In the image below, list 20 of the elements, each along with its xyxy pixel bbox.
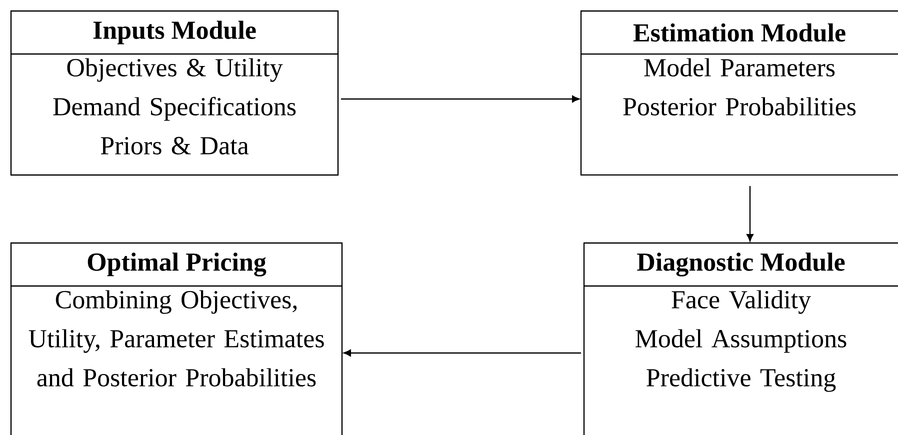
box-item: Objectives & Utility	[67, 58, 283, 82]
box-item: Demand Specifications	[53, 96, 296, 121]
module-box	[10, 10, 339, 176]
box-item: Combining Objectives, Utility, Parameter Estimates and Posterior Probabilities	[28, 290, 324, 386]
box-heading: Estimation Module	[633, 23, 846, 42]
box-item: Priors & Data	[100, 136, 248, 154]
module-box	[583, 242, 898, 435]
arrow	[746, 186, 754, 242]
box-heading: Diagnostic Module	[637, 252, 845, 276]
box-heading: Inputs Module	[93, 20, 256, 44]
box-item: Posterior Probabilities	[623, 97, 856, 116]
box-item: Predictive Testing	[646, 368, 836, 392]
box-item: Face Validity	[672, 290, 811, 314]
box-item: Model Parameters	[644, 58, 835, 76]
box-heading: Optimal Pricing	[88, 252, 266, 276]
arrow	[344, 350, 581, 356]
module-box	[10, 242, 343, 435]
box-item: Model Assumptions	[636, 329, 846, 353]
arrow	[341, 96, 580, 102]
module-box	[580, 10, 898, 176]
